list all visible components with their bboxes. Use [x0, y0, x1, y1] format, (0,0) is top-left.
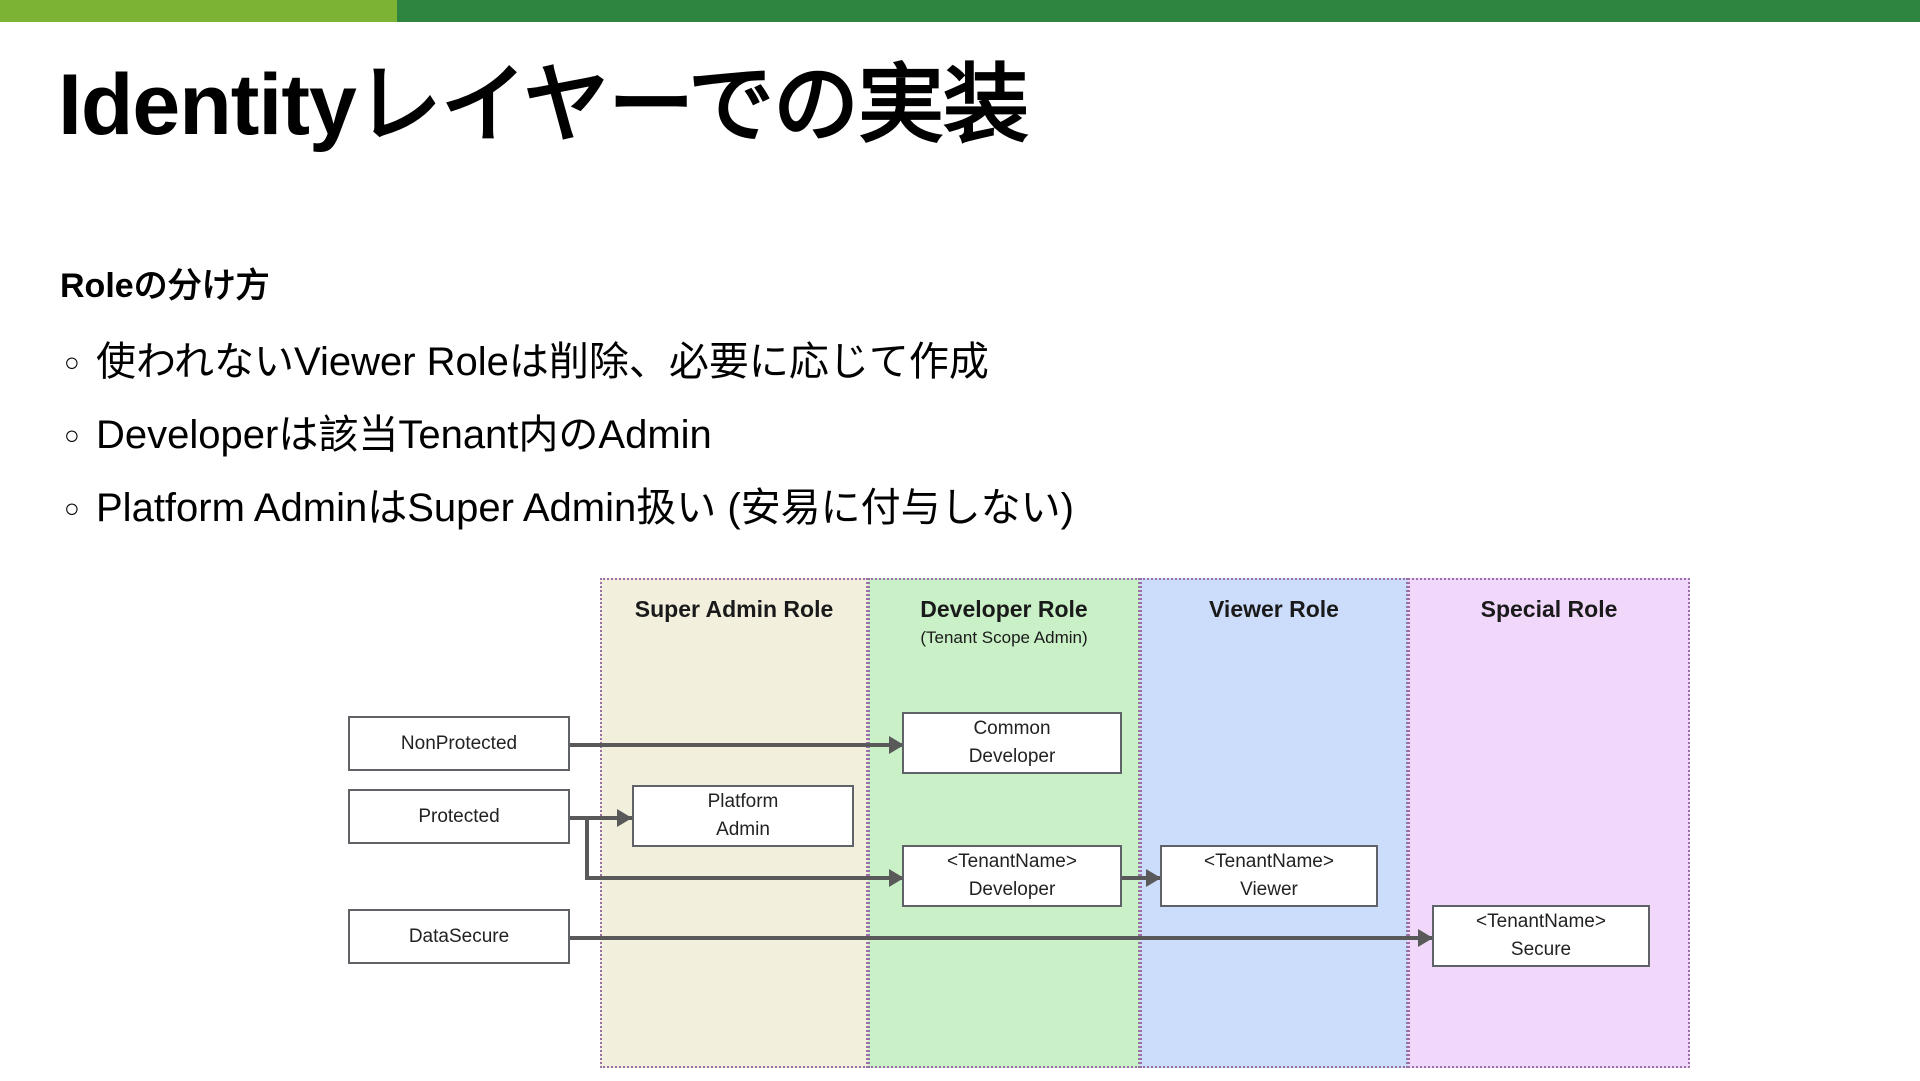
- node-label-line1: <TenantName>: [1204, 851, 1334, 873]
- node-tenant-developer[interactable]: <TenantName> Developer: [902, 845, 1122, 907]
- list-item-label: Platform AdminはSuper Admin扱い (安易に付与しない): [96, 486, 1074, 530]
- bullet-marker-icon: ○: [64, 493, 80, 523]
- bullet-marker-icon: ○: [64, 347, 80, 377]
- node-tenant-secure[interactable]: <TenantName> Secure: [1432, 905, 1650, 967]
- bullet-marker-icon: ○: [64, 420, 80, 450]
- node-protected[interactable]: Protected: [348, 789, 570, 844]
- node-label-line2: Viewer: [1240, 879, 1298, 900]
- section-subtitle: Roleの分け方: [60, 267, 270, 305]
- node-label-line1: <TenantName>: [1476, 911, 1606, 933]
- swimlane-title: Super Admin Role: [634, 596, 834, 622]
- node-common-developer[interactable]: Common Developer: [902, 712, 1122, 774]
- arrowhead-icon: [889, 869, 904, 887]
- top-bar-dark-segment: [397, 0, 1920, 22]
- node-label-line1: Common: [973, 718, 1051, 740]
- arrowhead-icon: [889, 736, 904, 754]
- edge-datasecure-to-tenant-secure: [569, 936, 1433, 940]
- node-tenant-viewer[interactable]: <TenantName> Viewer: [1160, 845, 1378, 907]
- swimlane-developer-role: Developer Role (Tenant Scope Admin): [868, 578, 1140, 1068]
- node-datasecure[interactable]: DataSecure: [348, 909, 570, 964]
- node-label-line2: Developer: [968, 879, 1056, 900]
- list-item: ○ Developerは該当Tenant内のAdmin: [58, 410, 1758, 460]
- bullet-list: ○ 使われないViewer Roleは削除、必要に応じて作成 ○ Develop…: [58, 337, 1758, 556]
- role-mapping-diagram: Super Admin Role Developer Role (Tenant …: [0, 578, 1920, 1078]
- edge-protected-to-platform-admin: [569, 816, 634, 820]
- swimlane-title: Viewer Role: [1209, 596, 1339, 622]
- list-item-label: Developerは該当Tenant内のAdmin: [96, 413, 712, 457]
- node-label-line1: DataSecure: [408, 925, 510, 947]
- swimlane-viewer-role: Viewer Role: [1140, 578, 1408, 1068]
- top-accent-bar: [0, 0, 1920, 22]
- node-label-line2: Secure: [1510, 939, 1572, 960]
- node-label-line2: Developer: [968, 746, 1056, 767]
- edge-protected-to-tenant-developer: [585, 876, 904, 880]
- edge-tenant-developer-to-tenant-viewer: [1113, 876, 1163, 880]
- swimlane-special-role: Special Role: [1408, 578, 1690, 1068]
- node-platform-admin[interactable]: Platform Admin: [632, 785, 854, 847]
- node-label-line1: NonProtected: [400, 732, 518, 754]
- top-bar-light-segment: [0, 0, 397, 22]
- list-item: ○ 使われないViewer Roleは削除、必要に応じて作成: [58, 337, 1758, 387]
- swimlane-title: Developer Role: [920, 596, 1088, 622]
- arrowhead-icon: [1418, 929, 1433, 947]
- arrowhead-icon: [617, 809, 632, 827]
- node-label-line2: Admin: [716, 819, 770, 840]
- swimlane-subtitle: (Tenant Scope Admin): [920, 628, 1088, 647]
- node-label-line1: Platform: [707, 791, 779, 813]
- edge-nonprotected-to-common-developer: [569, 743, 904, 747]
- page-title: Identityレイヤーでの実装: [58, 57, 1029, 153]
- node-nonprotected[interactable]: NonProtected: [348, 716, 570, 771]
- node-label-line1: Protected: [418, 805, 500, 827]
- arrowhead-icon: [1146, 869, 1161, 887]
- list-item: ○ Platform AdminはSuper Admin扱い (安易に付与しない…: [58, 483, 1758, 533]
- list-item-label: 使われないViewer Roleは削除、必要に応じて作成: [96, 340, 989, 384]
- node-label-line1: <TenantName>: [947, 851, 1077, 873]
- swimlane-title: Special Role: [1480, 596, 1618, 622]
- edge-protected-branch-vertical: [585, 816, 589, 880]
